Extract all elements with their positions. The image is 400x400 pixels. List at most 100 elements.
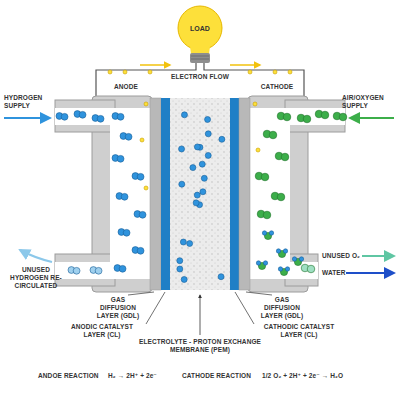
proton [200,189,206,195]
oxygen-molecule [307,265,315,273]
electron [144,186,148,190]
cathode-flow-channel [248,108,290,279]
electron [256,148,260,152]
wire [96,63,196,98]
hydrogen-molecule [117,155,124,162]
membrane-texture [170,98,230,290]
water-molecule [278,267,282,271]
water-molecule [263,261,267,265]
proton [193,200,199,206]
electron-arrow [230,64,260,66]
proton [194,144,200,150]
catalyst-layer [161,98,170,290]
proton [219,136,225,142]
hydrogen-molecule [137,247,144,254]
oxygen-molecule [263,211,271,219]
oxygen-molecule [339,113,347,121]
water-molecule [299,257,303,261]
hydrogen-molecule [123,229,130,236]
proton [218,274,224,280]
electron-arrow [140,64,170,66]
water-molecule [283,249,287,253]
supply-label: AIR/OXYGEN SUPPLY [342,94,396,110]
electron [140,138,144,142]
outlet-label: UNUSED HYDROGEN RE-CIRCULATED [4,266,68,289]
proton [201,175,207,181]
water-molecule [256,261,260,265]
oxygen-molecule [281,153,289,161]
electron [144,102,148,106]
layer-label: GAS DIFFUSION LAYER (GDL) [96,296,140,319]
hydrogen-molecule [121,193,128,200]
water-molecule [276,249,280,253]
hydrogen-molecule [117,113,124,120]
hydrogen-molecule [61,113,68,120]
load-text: LOAD [190,25,210,32]
bulb-label: LOAD [180,12,220,44]
proton [179,146,185,152]
oxygen-molecule [283,113,291,121]
hydrogen-molecule [125,133,132,140]
supply-label: HYDROGEN SUPPLY [4,94,50,110]
layer-label: GAS DIFFUSION LAYER (GDL) [260,296,304,319]
bulb-thread [191,56,209,57]
oxygen-molecule [269,131,277,139]
bulb-neck [190,46,210,54]
leader-line [128,292,154,295]
hydrogen-molecule [119,265,126,272]
proton [194,192,200,198]
wire [204,63,304,98]
electrode-label: ANODE [104,83,148,91]
proton [205,152,211,158]
reaction-label: CATHODE REACTION [182,372,260,380]
water-molecule [269,231,273,235]
proton [205,131,211,137]
hydrogen-molecule [139,211,146,218]
layer-label: ANODIC CATALYST LAYER (CL) [60,323,144,339]
oxygen-molecule [277,193,285,201]
proton [180,239,186,245]
electron [273,70,277,74]
leader-line [146,292,165,324]
leader-line [235,292,254,324]
proton [179,181,185,187]
hydrogen-arrow [4,117,50,119]
reaction-equation: H₂ → 2H⁺ + 2e⁻ [108,372,172,380]
hydrogen-molecule [95,267,102,274]
water-molecule [292,257,296,261]
proton [187,241,193,247]
catalyst-layer [230,98,239,290]
electron [148,70,152,74]
electron [253,102,257,106]
proton [181,112,187,118]
outlet-label: UNUSED O₂ [322,252,368,260]
gas-diffusion-layer [239,98,250,290]
electron [288,70,292,74]
water-arrow [346,272,394,274]
proton [181,276,187,282]
hydrogen-molecule [79,111,86,118]
electron [108,70,112,74]
membrane [170,98,230,290]
oxygen-arrow [350,117,394,119]
oxygen-molecule [303,115,311,123]
molecules [56,70,347,282]
reaction-equation: 1/2 O₂ + 2H⁺ + 2e⁻ → H₂O [262,372,372,380]
proton [177,258,183,264]
proton [199,161,205,167]
bulb-glass [178,6,222,50]
hydrogen-molecule [137,173,144,180]
electron [248,70,252,74]
proton [177,266,183,272]
oxygen-molecule [261,173,269,181]
proton [205,116,211,122]
anode-flow-channel [110,108,152,279]
gas-diffusion-layer [150,98,161,290]
water-molecule [262,231,266,235]
recirculation-arrow [20,250,52,262]
proton [190,165,196,171]
bulb-base [190,53,210,63]
layer-label: CATHODIC CATALYST LAYER (CL) [256,323,342,339]
water-molecule [285,267,289,271]
